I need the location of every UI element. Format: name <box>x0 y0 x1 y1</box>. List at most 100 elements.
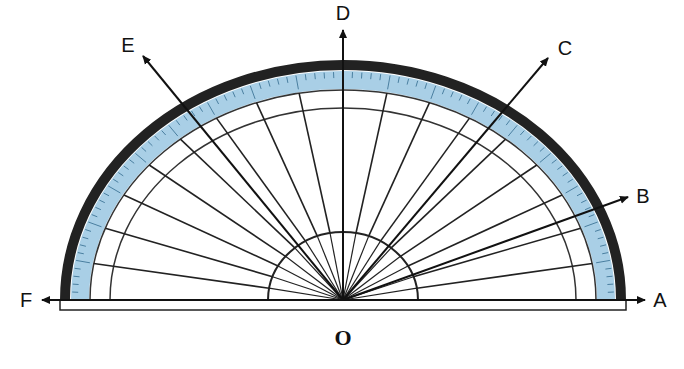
scale-tick <box>361 73 362 79</box>
scale-tick <box>598 237 604 239</box>
scale-tick <box>155 136 159 140</box>
inner-degree-line <box>343 236 369 300</box>
degree-line <box>217 118 306 241</box>
inner-degree-line <box>306 241 344 300</box>
scale-tick <box>80 245 86 247</box>
scale-tick <box>162 131 166 135</box>
scale-tick <box>208 103 215 115</box>
scale-tick <box>581 200 586 203</box>
scale-tick <box>233 92 235 98</box>
scale-tick <box>568 179 573 182</box>
scale-tick <box>552 160 557 164</box>
scale-tick <box>431 86 436 99</box>
scale-tick <box>352 72 353 78</box>
scale-tick <box>600 245 606 247</box>
degree-line <box>369 103 430 236</box>
scale-tick <box>305 74 307 80</box>
ray-of <box>42 299 343 301</box>
scale-tick <box>142 147 147 151</box>
scale-tick <box>595 230 601 232</box>
scale-tick <box>540 147 545 151</box>
scale-tick <box>398 77 399 83</box>
point-label: C <box>558 38 572 58</box>
scale-tick <box>250 86 255 99</box>
scale-tick <box>527 136 531 140</box>
inner-degree-line <box>286 256 344 300</box>
scale-tick <box>76 260 90 262</box>
scale-tick <box>483 107 486 112</box>
rays <box>42 30 645 300</box>
scale-tick <box>596 260 610 262</box>
scale-tick <box>425 83 427 89</box>
scale-tick <box>169 125 178 136</box>
degree-line <box>408 195 562 266</box>
scale-tick <box>296 76 299 90</box>
scale-tick <box>74 276 80 278</box>
ray-oa <box>343 299 645 301</box>
scale-tick <box>472 103 479 115</box>
scale-tick <box>333 72 334 78</box>
scale-tick <box>277 79 279 85</box>
scale-tick <box>379 74 381 80</box>
scale-tick <box>104 193 109 196</box>
scale-tick <box>314 73 316 79</box>
scale-tick <box>135 153 146 162</box>
ray-oc <box>343 58 548 300</box>
scale-tick <box>199 107 202 112</box>
scale-tick <box>224 95 227 100</box>
scale-tick <box>268 81 270 87</box>
scale-tick <box>540 153 551 162</box>
scale-tick <box>242 89 244 95</box>
scale-tick <box>589 215 595 217</box>
scale-tick <box>148 142 152 146</box>
scale-tick <box>407 79 409 85</box>
point-label: E <box>121 35 134 55</box>
scale-tick <box>506 120 510 125</box>
degree-line <box>180 139 294 248</box>
scale-tick <box>124 166 129 170</box>
scale-tick <box>442 89 444 95</box>
inner-degree-line <box>343 233 356 300</box>
scale-tick <box>216 99 219 104</box>
scale-tick <box>113 179 118 182</box>
scale-tick <box>78 253 84 254</box>
scale-tick <box>184 116 188 121</box>
center-label: O <box>334 327 351 349</box>
degree-line <box>417 264 592 289</box>
scale-tick <box>92 215 98 217</box>
scale-tick <box>607 284 613 285</box>
scale-tick <box>508 125 517 136</box>
point-label: B <box>636 186 649 206</box>
scale-tick <box>605 268 611 270</box>
scale-tick <box>388 76 391 90</box>
degree-line <box>401 165 537 256</box>
scale-tick <box>129 160 134 164</box>
scale-tick <box>607 276 613 278</box>
scale-tick <box>176 120 180 125</box>
scale-tick <box>602 253 608 254</box>
ray-oe <box>143 56 343 300</box>
scale-tick <box>608 292 614 293</box>
scale-tick <box>585 222 598 227</box>
scale-tick <box>73 284 79 285</box>
scale-tick <box>416 81 418 87</box>
scale-tick <box>88 222 101 227</box>
scale-tick <box>118 173 123 176</box>
scale-tick <box>287 77 288 83</box>
inner-degree-line <box>343 266 408 300</box>
scale-tick <box>566 186 578 193</box>
scale-tick <box>108 186 120 193</box>
scale-tick <box>577 193 582 196</box>
scale-tick <box>99 200 104 203</box>
scale-tick <box>563 173 568 176</box>
point-label: F <box>20 290 32 310</box>
scale-tick <box>467 99 470 104</box>
scale-tick <box>75 268 81 270</box>
scale-tick <box>491 111 494 116</box>
scale-tick <box>95 207 101 209</box>
scale-tick <box>520 131 524 135</box>
degree-line <box>356 93 387 233</box>
scale-tick <box>451 92 453 98</box>
